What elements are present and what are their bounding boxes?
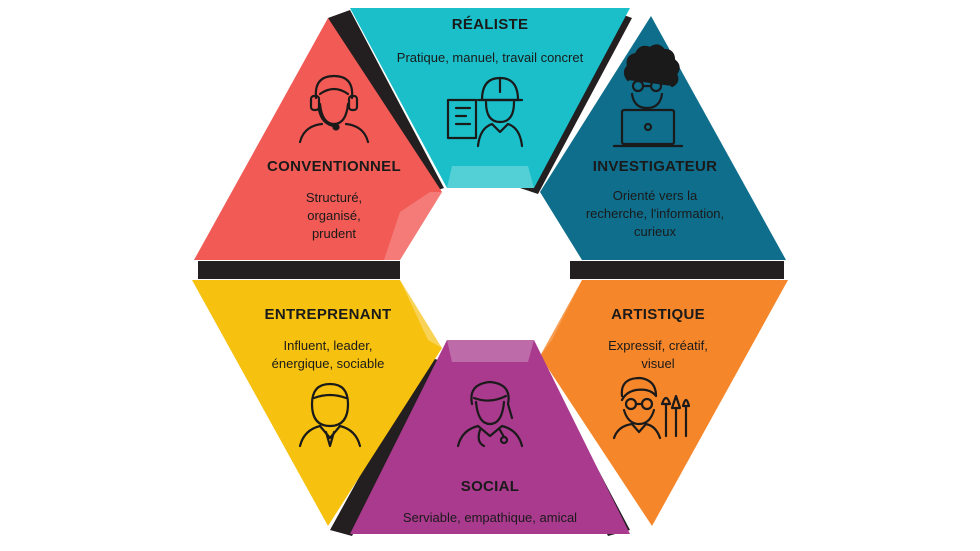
- conventionnel-desc-line-3: prudent: [311, 226, 357, 241]
- segment-conventionnel: [194, 18, 442, 260]
- social-title: SOCIAL: [460, 478, 520, 495]
- artistique-desc: Expressif, créatif, visuel: [588, 337, 728, 373]
- construction-worker-icon: [446, 76, 524, 148]
- realiste-title: RÉALISTE: [451, 16, 529, 33]
- artistique-label: ARTISTIQUE Expressif, créatif, visuel: [588, 306, 728, 373]
- conventionnel-desc-line-1: Structuré,: [305, 190, 363, 205]
- divider-bottom-left: [330, 356, 444, 536]
- investigateur-title: INVESTIGATEUR: [592, 158, 718, 175]
- artistique-title: ARTISTIQUE: [611, 306, 705, 323]
- businessman-tie-icon: [298, 382, 362, 448]
- highlight-artistique: [540, 280, 582, 356]
- entreprenant-desc: Influent, leader, énergique, sociable: [248, 337, 408, 373]
- doctor-stethoscope-icon: [456, 380, 524, 448]
- realiste-desc: Pratique, manuel, travail concret: [396, 50, 584, 65]
- entreprenant-desc-line-1: Influent, leader,: [283, 338, 373, 353]
- highlight-social: [447, 340, 534, 362]
- investigateur-desc-line-3: curieux: [634, 224, 676, 239]
- headset-operator-icon: [298, 74, 370, 144]
- investigateur-desc-line-1: Orienté vers la: [612, 188, 698, 203]
- highlight-entreprenant: [400, 280, 442, 348]
- entreprenant-title: ENTREPRENANT: [264, 306, 392, 323]
- conventionnel-desc: Structuré, organisé, prudent: [252, 189, 416, 243]
- divider-top-left: [328, 10, 444, 194]
- divider-left: [198, 261, 400, 279]
- conventionnel-title: CONVENTIONNEL: [267, 158, 401, 175]
- social-label: SOCIAL Serviable, empathique, amical: [370, 478, 610, 527]
- realiste-label: RÉALISTE Pratique, manuel, travail concr…: [360, 16, 620, 67]
- artist-brushes-icon: [612, 376, 691, 440]
- researcher-laptop-icon: [612, 44, 684, 148]
- segment-entreprenant: [192, 280, 442, 526]
- social-desc: Serviable, empathique, amical: [402, 510, 578, 525]
- entreprenant-label: ENTREPRENANT Influent, leader, énergique…: [248, 306, 408, 373]
- divider-right: [570, 261, 784, 279]
- segment-investigateur: [540, 16, 786, 260]
- conventionnel-label: CONVENTIONNEL Structuré, organisé, prude…: [252, 158, 416, 243]
- artistique-desc-line-2: visuel: [641, 356, 675, 371]
- highlight-conventionnel: [384, 192, 442, 260]
- entreprenant-desc-line-2: énergique, sociable: [271, 356, 385, 371]
- investigateur-desc-line-2: recherche, l'information,: [585, 206, 725, 221]
- conventionnel-desc-line-2: organisé,: [307, 208, 361, 223]
- artistique-desc-line-1: Expressif, créatif,: [608, 338, 708, 353]
- investigateur-desc: Orienté vers la recherche, l'information…: [560, 187, 750, 241]
- investigateur-label: INVESTIGATEUR Orienté vers la recherche,…: [560, 158, 750, 241]
- highlight-realiste: [447, 166, 534, 188]
- segment-realiste: [350, 8, 630, 188]
